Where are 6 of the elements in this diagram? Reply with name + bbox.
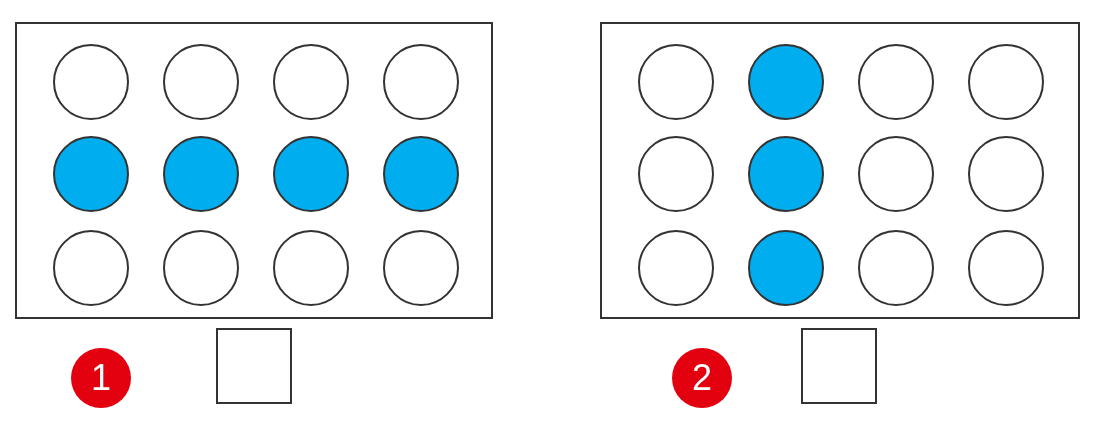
square-box — [216, 328, 292, 404]
well-plate — [15, 22, 493, 319]
step-number-badge: 2 — [672, 348, 732, 408]
square-box — [801, 328, 877, 404]
step-number-badge: 1 — [71, 348, 131, 408]
well-plate — [600, 22, 1080, 319]
